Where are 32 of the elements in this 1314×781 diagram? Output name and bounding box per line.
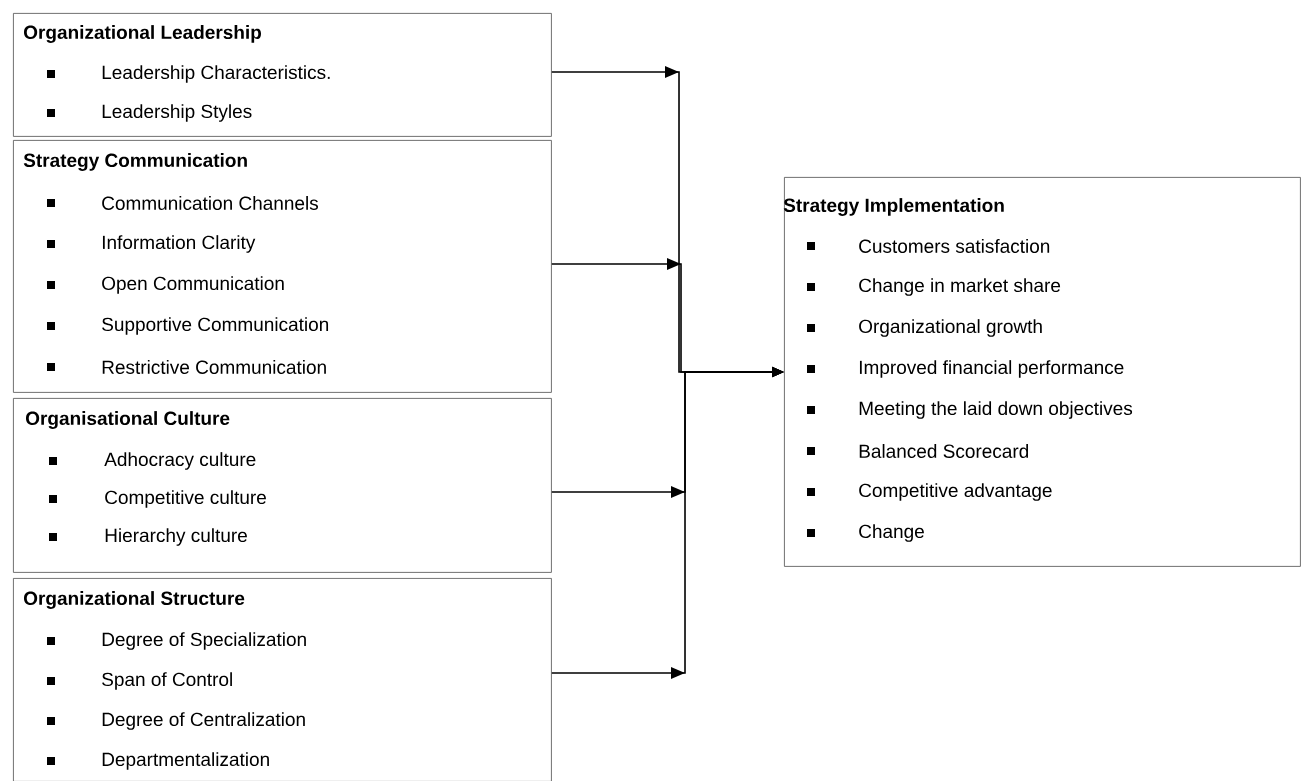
list-item: Meeting the laid down objectives	[859, 401, 1133, 419]
list-item: Hierarchy culture	[105, 528, 247, 546]
list-box	[13, 578, 552, 781]
list-item: Communication Channels	[102, 196, 318, 210]
list-item: Span of Control	[102, 672, 232, 690]
list-item: Degree of Specialization	[102, 632, 306, 650]
list-item: Restrictive Communication	[102, 360, 326, 374]
list-box	[783, 177, 1301, 567]
list-box	[13, 140, 552, 393]
list-item: Open Communication	[102, 276, 284, 294]
list-item: Adhocracy culture	[104, 452, 256, 470]
list-box	[13, 398, 552, 573]
list-item: Change in market share	[859, 278, 1061, 296]
box-heading: Organizational Leadership	[24, 25, 261, 43]
list-item: Competitive advantage	[859, 483, 1052, 501]
list-box	[13, 13, 552, 137]
list-item: Competitive culture	[105, 490, 266, 508]
list-item: Customers satisfaction	[859, 239, 1050, 253]
box-heading: Strategy Implementation	[783, 198, 1004, 216]
list-item: Balanced Scorecard	[859, 444, 1029, 458]
list-item: Organizational growth	[859, 319, 1042, 337]
list-item: Departmentalization	[102, 752, 269, 770]
list-item: Improved financial performance	[859, 360, 1124, 378]
list-item: Leadership Characteristics.	[102, 65, 330, 83]
list-item: Supportive Communication	[102, 317, 329, 335]
list-item: Information Clarity	[102, 235, 256, 253]
box-heading: Strategy Communication	[23, 153, 247, 171]
box-heading: Organisational Culture	[26, 411, 230, 429]
list-item: Leadership Styles	[102, 104, 252, 122]
box-heading: Organizational Structure	[24, 591, 245, 609]
list-item: Change	[859, 524, 924, 542]
list-item: Degree of Centralization	[102, 712, 305, 730]
